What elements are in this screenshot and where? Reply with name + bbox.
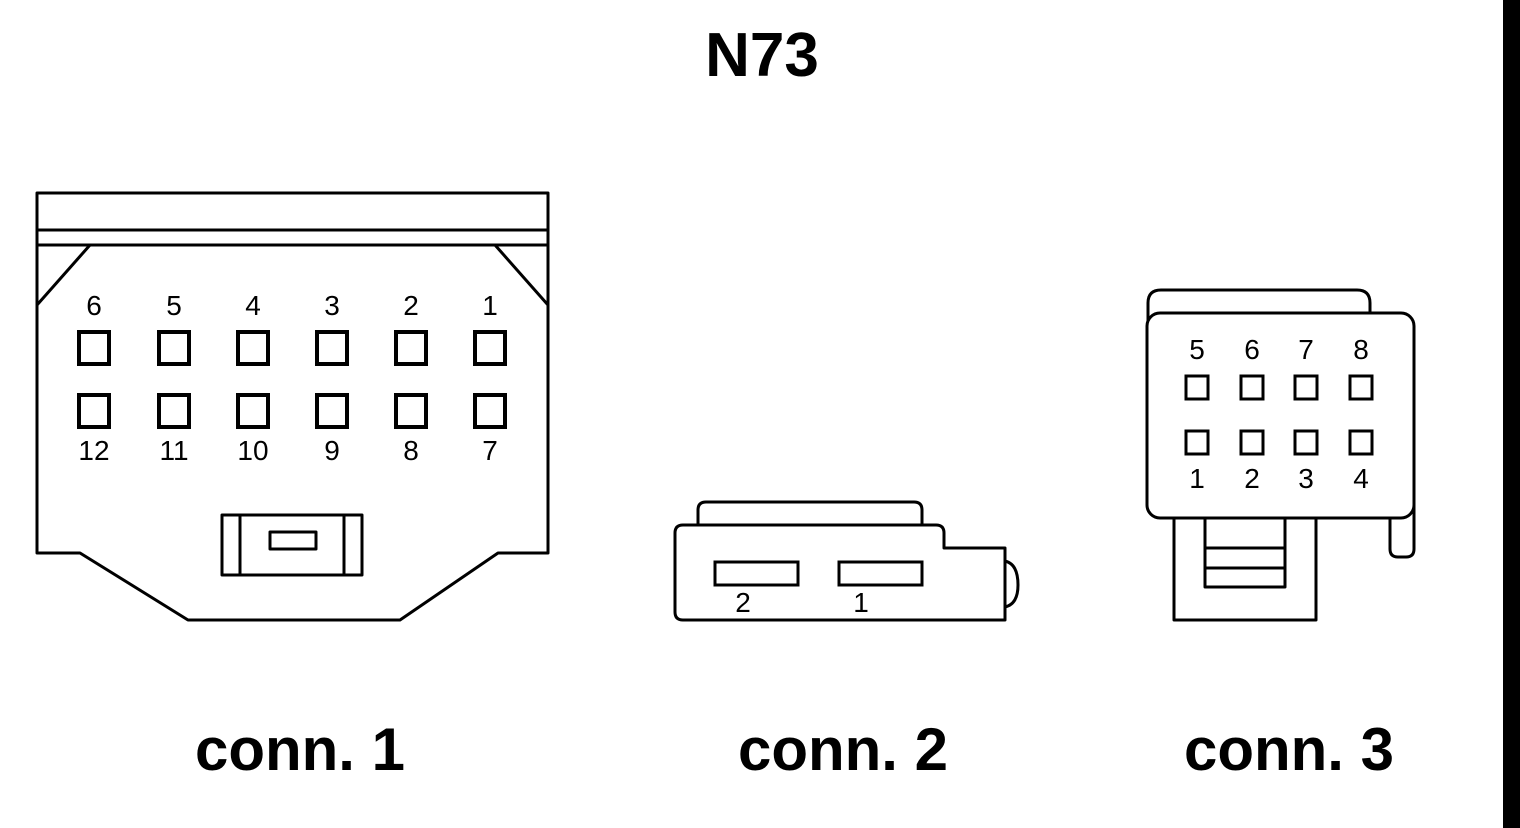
connector-2-pin-label: 1: [853, 587, 869, 618]
connector-3-label: conn. 3: [1184, 716, 1394, 783]
connector-2-pin: [837, 560, 924, 587]
connector-3-pin-label: 7: [1298, 334, 1314, 365]
connector-3-pin-label: 6: [1244, 334, 1260, 365]
connector-1-pin: [77, 330, 111, 366]
connector-2-pin: [713, 560, 800, 587]
connector-1-pin: [157, 393, 191, 429]
connector-3-pin: [1348, 374, 1374, 401]
connector-1-pin: [394, 393, 428, 429]
connector-3-pin: [1348, 429, 1374, 456]
connector-3-pins: 5 6 7 8 1 2 3 4: [1184, 334, 1374, 494]
connector-1-pin-label: 3: [324, 290, 340, 321]
connector-1-pin: [473, 393, 507, 429]
connector-1-pins: 6 5 4 3 2 1 12 11 10 9 8 7: [77, 290, 507, 466]
connector-1-pin: [473, 330, 507, 366]
connector-3-pin: [1293, 429, 1319, 456]
connector-1-pin-label: 11: [159, 435, 188, 466]
connector-3-pin: [1184, 429, 1210, 456]
connector-3-pin: [1184, 374, 1210, 401]
connector-3-pin-label: 3: [1298, 463, 1314, 494]
connector-1-housing: [35, 191, 550, 622]
connector-2-pin-label: 2: [735, 587, 751, 618]
diagram-title: N73: [705, 21, 819, 90]
connector-3: 5 6 7 8 1 2 3 4: [1145, 288, 1416, 622]
connector-2-side-tab: [1004, 559, 1020, 609]
connector-1: 6 5 4 3 2 1 12 11 10 9 8 7: [35, 191, 550, 622]
connector-1-pin: [394, 330, 428, 366]
connector-3-pin-label: 1: [1189, 463, 1205, 494]
connector-1-pin-label: 7: [482, 435, 498, 466]
connector-3-pin-label: 8: [1353, 334, 1369, 365]
connector-1-pin: [236, 393, 270, 429]
connector-1-pin-label: 2: [403, 290, 419, 321]
right-edge-bar: [1503, 0, 1520, 828]
connector-2-top-ridge: [696, 500, 924, 527]
connector-1-chamfer-right: [493, 244, 550, 306]
connector-3-pin-label: 2: [1244, 463, 1260, 494]
connector-1-latch: [220, 513, 364, 577]
connector-1-pin-label: 6: [86, 290, 102, 321]
connector-1-pin-label: 1: [482, 290, 498, 321]
connector-1-label: conn. 1: [195, 716, 405, 783]
connector-1-pin: [77, 393, 111, 429]
connector-1-pin: [315, 330, 349, 366]
connector-3-pin: [1293, 374, 1319, 401]
connector-3-pin-label: 5: [1189, 334, 1205, 365]
connector-1-pin-label: 12: [78, 435, 109, 466]
connector-1-chamfer-left: [35, 244, 92, 306]
connector-1-pin-label: 8: [403, 435, 419, 466]
connector-1-pin: [236, 330, 270, 366]
connector-1-pin: [157, 330, 191, 366]
connector-1-pin-label: 10: [237, 435, 268, 466]
connector-1-pin: [315, 393, 349, 429]
connector-2-label: conn. 2: [738, 716, 948, 783]
connector-3-pin-label: 4: [1353, 463, 1369, 494]
connector-1-pin-label: 5: [166, 290, 182, 321]
connector-1-pin-label: 4: [245, 290, 261, 321]
connector-3-pin: [1239, 374, 1265, 401]
connector-3-stem-inner: [1203, 515, 1287, 589]
connector-3-pin: [1239, 429, 1265, 456]
connector-3-housing: [1145, 311, 1416, 520]
connector-1-pin-label: 9: [324, 435, 340, 466]
